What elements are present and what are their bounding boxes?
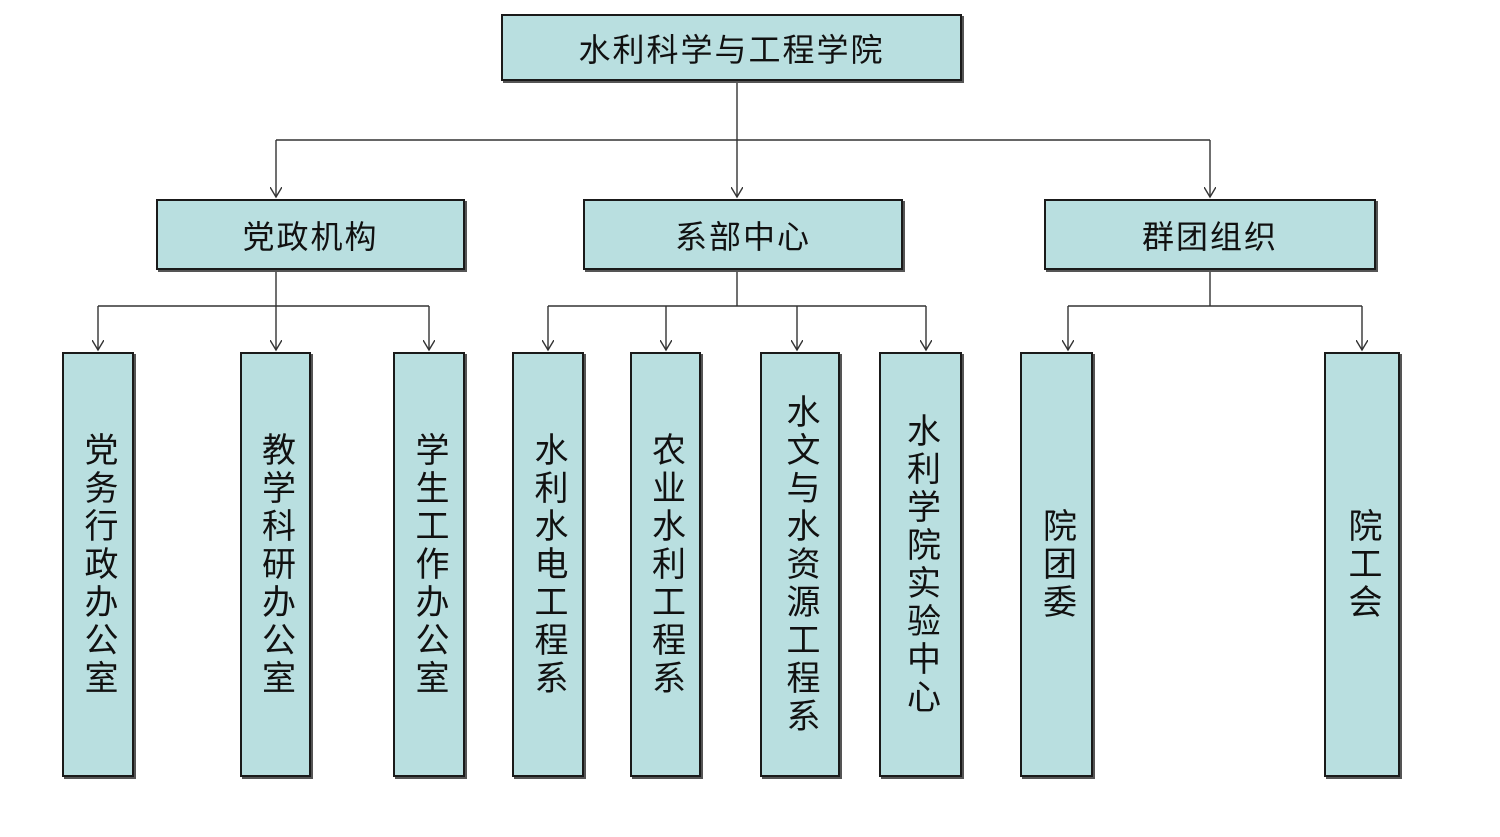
unit-node-lab-center: 水利学院实验中心 <box>879 352 962 777</box>
unit-label: 学生工作办公室 <box>409 431 449 698</box>
unit-node-agricultural-water-engineering: 农业水利工程系 <box>630 352 701 777</box>
root-label: 水利科学与工程学院 <box>578 30 885 69</box>
unit-label: 院工会 <box>1342 507 1382 622</box>
unit-label: 水文与水资源工程系 <box>780 393 820 736</box>
group-label: 群团组织 <box>1141 217 1278 256</box>
unit-node-hydrology-water-resources: 水文与水资源工程系 <box>760 352 840 777</box>
root-node: 水利科学与工程学院 <box>501 14 962 81</box>
unit-label: 农业水利工程系 <box>645 431 686 698</box>
unit-node-teaching-research-office: 教学科研办公室 <box>240 352 311 777</box>
group-node-mass-organizations: 群团组织 <box>1044 199 1376 270</box>
group-label: 系部中心 <box>674 217 811 256</box>
unit-node-student-affairs-office: 学生工作办公室 <box>393 352 465 777</box>
unit-node-party-admin-office: 党务行政办公室 <box>62 352 134 777</box>
unit-label: 党务行政办公室 <box>78 431 118 698</box>
unit-node-hydropower-engineering: 水利水电工程系 <box>512 352 584 777</box>
group-node-party-admin: 党政机构 <box>156 199 465 270</box>
unit-label: 水利学院实验中心 <box>900 412 941 717</box>
unit-label: 教学科研办公室 <box>255 431 296 698</box>
unit-label: 院团委 <box>1036 507 1077 622</box>
unit-label: 水利水电工程系 <box>528 431 568 698</box>
group-node-departments: 系部中心 <box>583 199 903 270</box>
unit-node-youth-league: 院团委 <box>1020 352 1093 777</box>
group-label: 党政机构 <box>242 217 379 256</box>
unit-node-labor-union: 院工会 <box>1324 352 1400 777</box>
